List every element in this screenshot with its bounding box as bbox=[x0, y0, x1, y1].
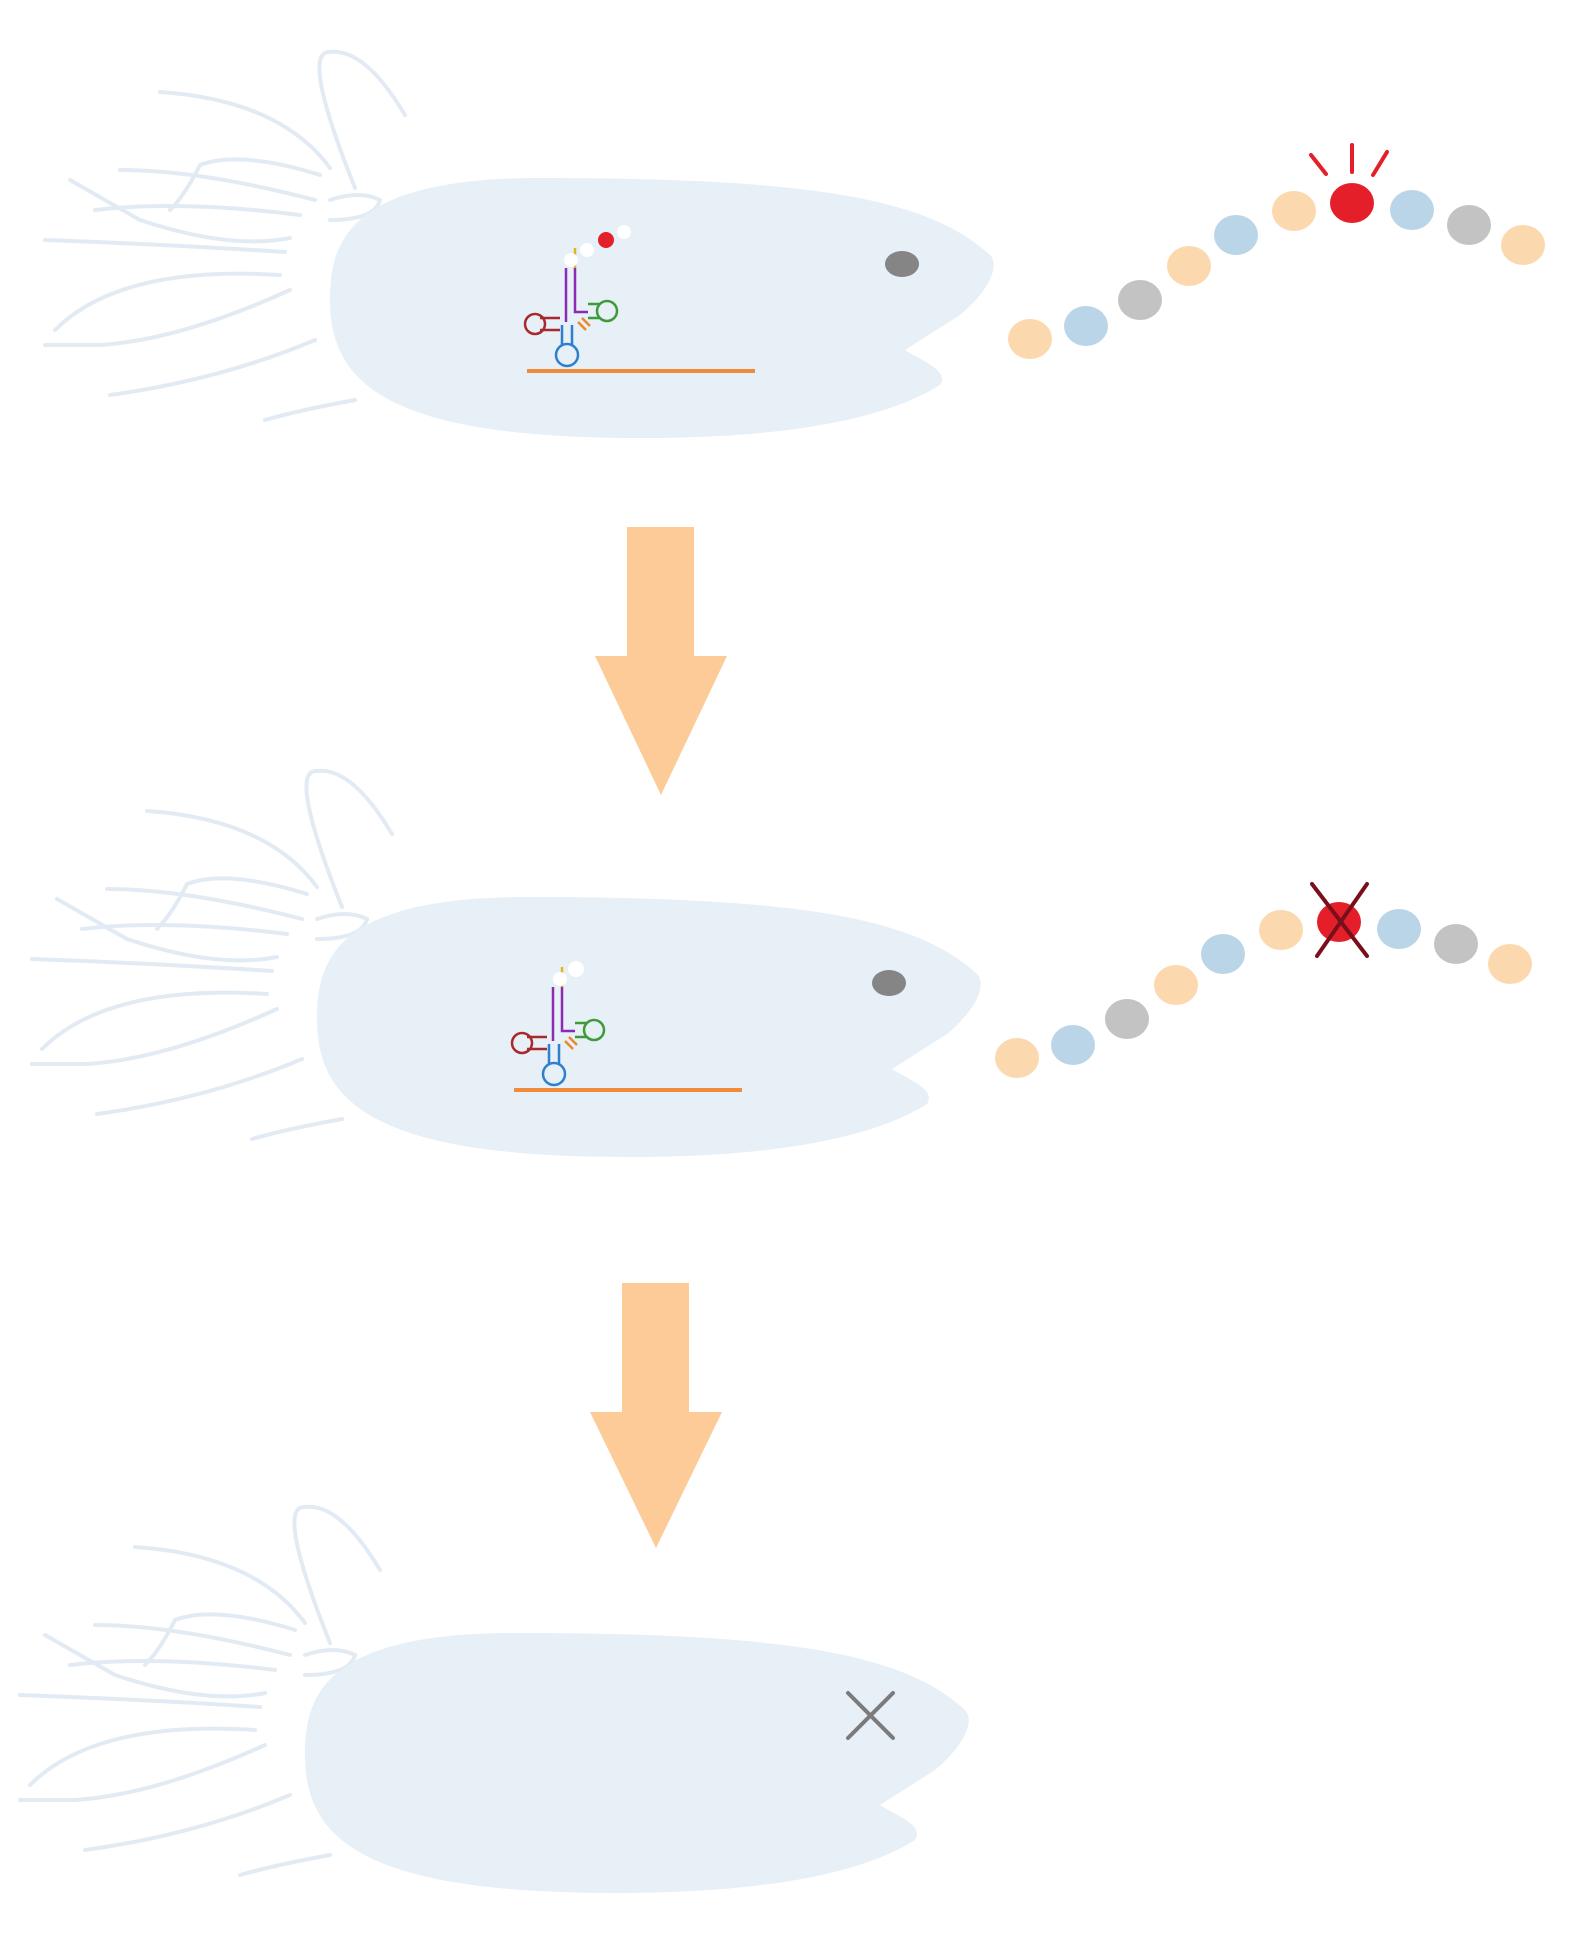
burst-rays-icon bbox=[1309, 143, 1389, 177]
trna-icon bbox=[510, 961, 606, 1087]
cell-body bbox=[330, 178, 994, 438]
residue-bead bbox=[995, 1038, 1039, 1078]
down-arrow-icon bbox=[590, 1283, 722, 1548]
residue-bead bbox=[1447, 205, 1491, 245]
down-arrow-icon bbox=[595, 527, 727, 795]
residue-bead-red bbox=[1330, 183, 1374, 223]
residue-bead bbox=[1051, 1025, 1095, 1065]
residue-bead bbox=[1377, 909, 1421, 949]
residue-bead bbox=[1434, 924, 1478, 964]
trna-icon bbox=[523, 225, 631, 368]
residue-bead bbox=[1064, 306, 1108, 346]
stage-1-bacterium bbox=[43, 49, 1545, 438]
residue-bead bbox=[1105, 999, 1149, 1039]
eye bbox=[872, 970, 906, 996]
residue-bead bbox=[1272, 191, 1316, 231]
residue-bead bbox=[1008, 319, 1052, 359]
residue-bead bbox=[1501, 225, 1545, 265]
residue-bead bbox=[1214, 215, 1258, 255]
cell-body bbox=[305, 1633, 969, 1893]
cell-body bbox=[317, 897, 981, 1157]
residue-bead bbox=[1390, 190, 1434, 230]
residue-bead bbox=[1154, 965, 1198, 1005]
residue-bead bbox=[1259, 910, 1303, 950]
x-icon bbox=[846, 1691, 895, 1740]
stage-3-bacterium bbox=[18, 1504, 969, 1893]
residue-bead bbox=[1167, 246, 1211, 286]
residue-bead bbox=[1488, 944, 1532, 984]
residue-bead bbox=[1201, 934, 1245, 974]
cross-icon bbox=[1310, 882, 1369, 958]
eye bbox=[885, 251, 919, 277]
stage-2-bacterium bbox=[30, 768, 1532, 1157]
peptide-chain bbox=[995, 902, 1532, 1078]
peptide-chain bbox=[1008, 183, 1545, 359]
residue-bead bbox=[1118, 280, 1162, 320]
